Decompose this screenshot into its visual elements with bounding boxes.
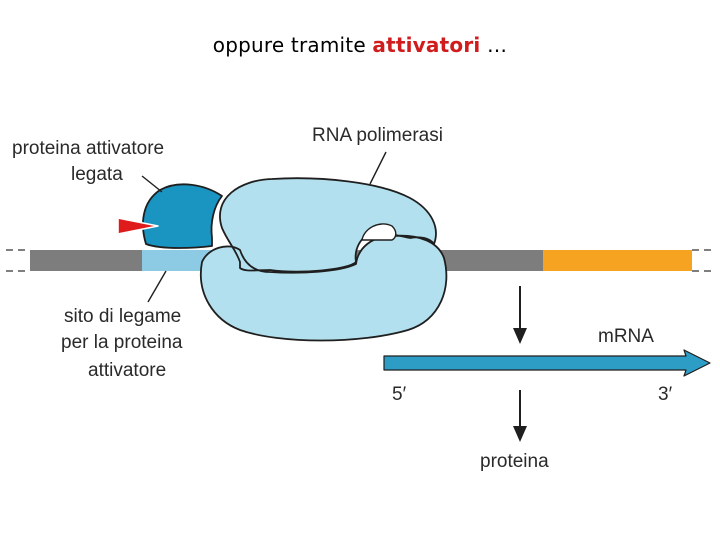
binding-site-label-line2: per la proteina	[61, 332, 183, 353]
activator-leader	[141, 175, 163, 193]
protein-label: proteina	[480, 451, 549, 472]
dna-dashed-ends	[6, 249, 716, 272]
binding-site-leader	[147, 270, 167, 303]
rna-polymerase	[200, 177, 448, 342]
title-text: oppure tramite	[212, 33, 373, 57]
polymerase-label: RNA polimerasi	[312, 125, 443, 146]
polymerase-notch	[361, 223, 397, 241]
polymerase-leader	[369, 151, 387, 185]
mrna-label-rna: RNA	[614, 326, 654, 347]
mrna-label: mRNA	[598, 326, 654, 347]
activator-label-line2: legata	[71, 164, 123, 185]
binding-site-label-line3: attivatore	[88, 360, 166, 381]
dna-segment	[30, 250, 142, 271]
mrna-label-m: m	[598, 326, 614, 347]
five-prime-label: 5′	[392, 384, 407, 405]
title-ellipsis: …	[480, 33, 508, 57]
translation-arrow	[513, 390, 527, 442]
title-highlight: attivatori	[372, 33, 481, 57]
binding-site-label-line1: sito di legame	[64, 306, 181, 327]
three-prime-label: 3′	[658, 384, 673, 405]
activator-label-line1: proteina attivatore	[12, 138, 164, 159]
leader-lines	[141, 151, 387, 303]
mrna-arrow	[383, 349, 711, 377]
signal-molecule	[117, 217, 159, 235]
gene-region	[543, 250, 692, 271]
transcription-arrow	[513, 286, 527, 344]
slide-title: oppure tramite attivatori …	[0, 33, 720, 57]
activator-protein	[142, 183, 223, 249]
